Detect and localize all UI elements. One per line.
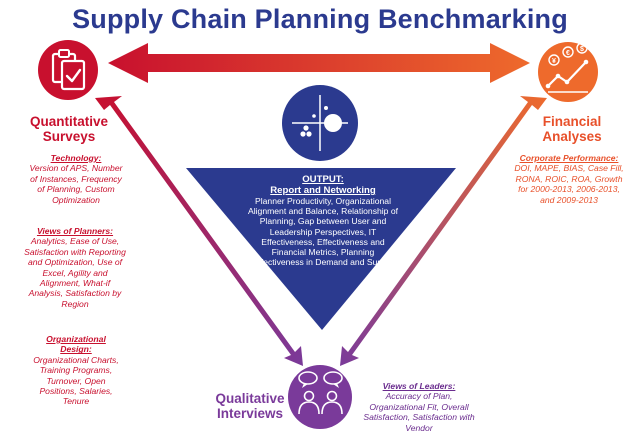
technology-details: Technology: Version of APS, Number of In… (26, 153, 126, 205)
output-triangle (186, 168, 456, 330)
svg-text:$: $ (580, 46, 584, 53)
arrow-financial-qualitative (340, 96, 547, 366)
qualitative-interviews-label: Qualitative Interviews (210, 391, 290, 421)
quantitative-label-line2: Surveys (42, 129, 96, 144)
technology-text: Version of APS, Number of Instances, Fre… (29, 163, 123, 205)
organizational-design-heading: Organizational Design: (46, 334, 106, 355)
output-body: Planner Productivity, Organizational Ali… (248, 196, 399, 268)
qualitative-label-line2: Interviews (216, 406, 284, 421)
views-of-planners-text: Analytics, Ease of Use, Satisfaction wit… (24, 236, 126, 309)
views-of-leaders-text: Accuracy of Plan, Organizational Fit, Ov… (363, 391, 475, 433)
views-of-planners-details: Views of Planners: Analytics, Ease of Us… (22, 226, 128, 309)
corporate-performance-details: Corporate Performance: DOI, MAPE, BIAS, … (510, 153, 628, 205)
views-of-planners-heading: Views of Planners: (36, 226, 114, 236)
technology-heading: Technology: (50, 153, 102, 163)
clipboard-check-icon (38, 40, 98, 100)
svg-text:€: € (566, 50, 570, 57)
quantitative-surveys-label: Quantitative Surveys (24, 114, 114, 144)
output-heading: OUTPUT: (302, 174, 344, 185)
people-speech-icon (288, 365, 352, 429)
page-title: Supply Chain Planning Benchmarking (72, 4, 568, 34)
corporate-performance-heading: Corporate Performance: (519, 153, 619, 163)
financial-label-line1: Financial (542, 114, 602, 129)
svg-text:¥: ¥ (552, 58, 556, 65)
arrow-quantitative-financial (108, 43, 530, 83)
views-of-leaders-heading: Views of Leaders: (382, 381, 456, 391)
financial-analyses-label: Financial Analyses (532, 114, 612, 144)
organizational-design-text: Organizational Charts, Training Programs… (33, 354, 119, 407)
financial-chart-icon: ¥ € $ (538, 42, 598, 102)
views-of-leaders-details: Views of Leaders: Accuracy of Plan, Orga… (358, 381, 480, 433)
corporate-performance-text: DOI, MAPE, BIAS, Case Fill, RONA, ROIC, … (514, 163, 624, 205)
arrow-quantitative-qualitative (95, 96, 303, 366)
organizational-design-details: Organizational Design: Organizational Ch… (32, 334, 120, 407)
financial-label-line2: Analyses (542, 129, 602, 144)
qualitative-label-line1: Qualitative (215, 391, 285, 406)
quantitative-label-line1: Quantitative (29, 114, 108, 129)
output-subheading: Report and Networking (270, 185, 376, 196)
network-nodes-icon (282, 85, 358, 161)
output-text: OUTPUT: Report and Networking Planner Pr… (248, 174, 398, 267)
